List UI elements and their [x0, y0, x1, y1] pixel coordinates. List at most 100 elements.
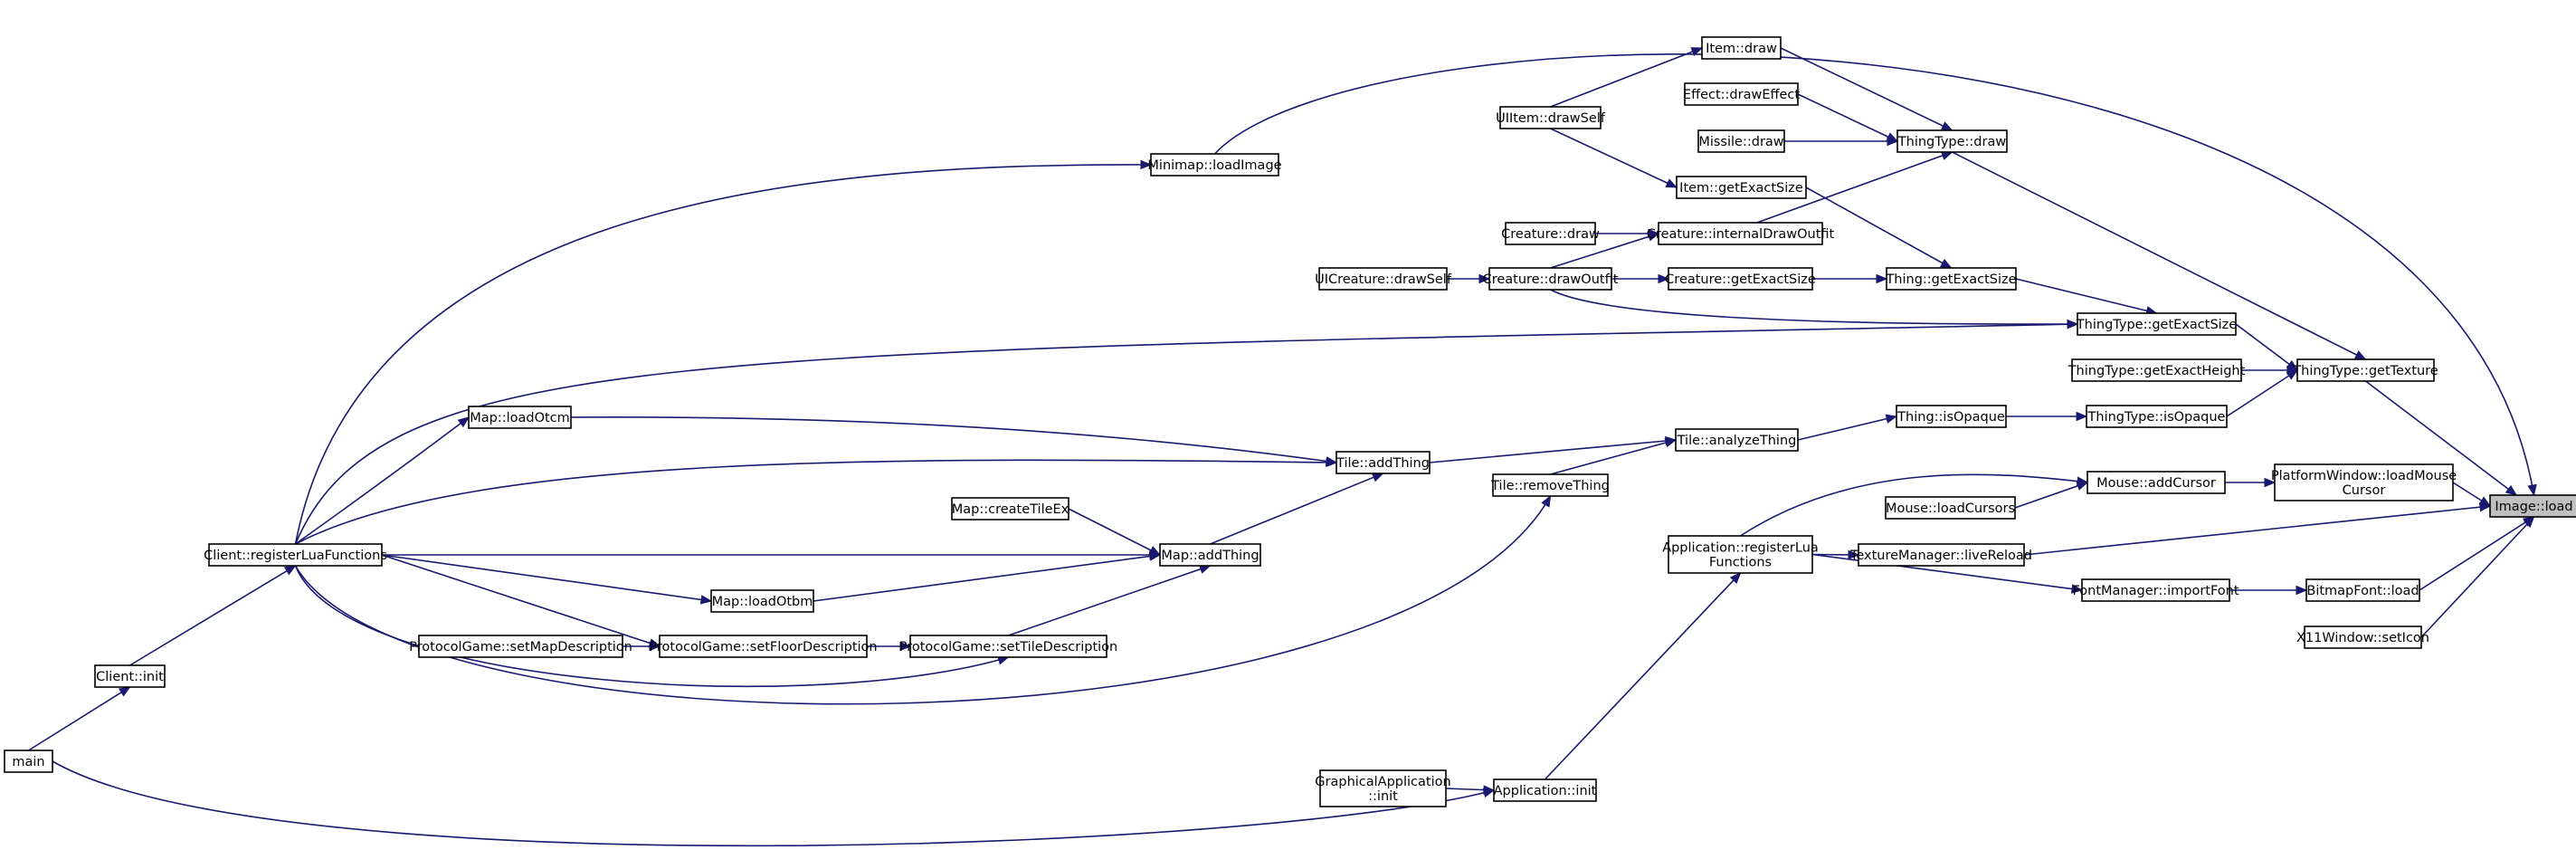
edge-client-register-lua-functions-to-protocolgame-set-floor-description	[381, 554, 661, 648]
edge-arrowhead	[1848, 549, 1860, 560]
node-creature-draw-outfit[interactable]: Creature::drawOutfit	[1483, 267, 1619, 291]
node-label: Item::draw	[1706, 42, 1777, 56]
node-x11window-set-icon[interactable]: X11Window::setIcon	[2296, 626, 2429, 649]
edge-line	[1550, 233, 1659, 269]
edge-creature-draw-outfit-to-creature-internal-draw-outfit	[1550, 232, 1660, 269]
node-image-load[interactable]: Image::load	[2489, 494, 2576, 518]
node-box	[1668, 267, 1813, 291]
node-label: Client::init	[96, 670, 164, 684]
node-creature-get-exact-size[interactable]: Creature::getExactSize	[1665, 267, 1816, 291]
node-mouse-add-cursor[interactable]: Mouse::addCursor	[2086, 471, 2226, 494]
node-missile-draw[interactable]: Missile::draw	[1697, 129, 1785, 153]
node-tile-add-thing[interactable]: Tile::addThing	[1336, 451, 1431, 474]
edge-line	[813, 554, 1161, 602]
edge-line	[570, 416, 1337, 463]
node-thingtype-get-texture[interactable]: ThingType::getTexture	[2292, 358, 2438, 382]
edge-tile-remove-thing-to-tile-analyze-thing	[1550, 437, 1678, 475]
node-item-draw[interactable]: Item::draw	[1701, 36, 1782, 60]
edge-arrowhead	[1148, 551, 1162, 561]
node-map-create-tile-ex[interactable]: Map::createTileEx	[951, 497, 1069, 521]
node-box	[2305, 578, 2420, 602]
node-graphicalapplication-init[interactable]: GraphicalApplication::init	[1315, 769, 1451, 807]
node-label: ThingType::draw	[1897, 135, 2007, 149]
node-label: ProtocolGame::setMapDescription	[409, 640, 632, 654]
node-main[interactable]: main	[4, 750, 53, 773]
node-application-init[interactable]: Application::init	[1493, 778, 1597, 802]
node-box	[2086, 471, 2226, 494]
node-application-register-lua-functions[interactable]: Application::registerLuaFunctions	[1662, 535, 1819, 574]
edge-platformwindow-load-mouse-cursor-to-image-load	[2452, 482, 2492, 507]
node-bitmapfont-load[interactable]: BitmapFont::load	[2305, 578, 2420, 602]
edge-arrowhead	[899, 641, 912, 652]
edge-arrowhead	[2067, 319, 2079, 329]
node-label: Application::init	[1494, 784, 1597, 798]
node-map-add-thing[interactable]: Map::addThing	[1159, 543, 1261, 567]
edge-arrowhead	[2527, 483, 2537, 497]
node-thing-is-opaque[interactable]: Thing::isOpaque	[1896, 405, 2007, 428]
node-box	[94, 664, 166, 688]
node-protocolgame-set-floor-description[interactable]: ProtocolGame::setFloorDescription	[649, 635, 878, 658]
edge-arrowhead	[2076, 411, 2088, 422]
edge-minimap-load-image-to-image-load	[1213, 53, 2537, 497]
edge-arrowhead	[2070, 584, 2084, 594]
node-box	[1658, 222, 1823, 245]
edge-map-add-thing-to-tile-add-thing	[1210, 473, 1384, 545]
node-box	[1319, 769, 1447, 807]
node-label: BitmapFont::load	[2306, 584, 2419, 598]
node-client-init[interactable]: Client::init	[94, 664, 166, 688]
node-creature-internal-draw-outfit[interactable]: Creature::internalDrawOutfit	[1647, 222, 1835, 245]
edge-line	[2226, 369, 2298, 417]
node-protocolgame-set-map-description[interactable]: ProtocolGame::setMapDescription	[409, 635, 632, 658]
node-minimap-load-image[interactable]: Minimap::loadImage	[1147, 153, 1282, 177]
node-effect-draw-effect[interactable]: Effect::drawEffect	[1683, 82, 1800, 106]
node-protocolgame-set-tile-description[interactable]: ProtocolGame::setTileDescription	[899, 635, 1118, 658]
edge-arrowhead	[2479, 501, 2492, 512]
node-tile-remove-thing[interactable]: Tile::removeThing	[1490, 473, 1610, 497]
node-box	[1885, 496, 2016, 520]
edge-graphicalapplication-init-to-application-init	[1445, 785, 1496, 795]
edge-x11window-set-icon-to-image-load	[2420, 516, 2535, 638]
edge-arrowhead	[283, 565, 297, 576]
node-mouse-load-cursors[interactable]: Mouse::loadCursors	[1885, 496, 2016, 520]
node-box	[909, 635, 1107, 658]
node-label: ProtocolGame::setFloorDescription	[649, 640, 877, 654]
edge-line	[1210, 473, 1383, 545]
node-texturemanager-live-reload[interactable]: TextureManager::liveReload	[1849, 543, 2032, 567]
node-client-register-lua-functions[interactable]: Client::registerLuaFunctions	[204, 543, 387, 567]
node-thing-get-exact-size[interactable]: Thing::getExactSize	[1885, 267, 2017, 291]
edge-client-register-lua-functions-to-minimap-load-image	[294, 159, 1153, 545]
node-creature-draw[interactable]: Creature::draw	[1501, 222, 1600, 245]
edge-arrowhead	[1939, 258, 1953, 269]
edge-main-to-application-init	[52, 760, 1496, 847]
edge-client-register-lua-functions-to-protocolgame-set-tile-description	[294, 565, 1010, 688]
node-box	[1886, 267, 2017, 291]
node-tile-analyze-thing[interactable]: Tile::analyzeThing	[1675, 428, 1799, 452]
node-box	[1159, 543, 1261, 567]
node-thingtype-get-exact-height[interactable]: ThingType::getExactHeight	[2067, 358, 2246, 382]
edge-line	[295, 459, 1337, 545]
node-label: TextureManager::liveReload	[1849, 549, 2032, 563]
edge-arrowhead	[2353, 350, 2367, 360]
node-item-get-exact-size[interactable]: Item::getExactSize	[1676, 176, 1807, 199]
edge-line	[294, 164, 1152, 545]
node-label: Map::createTileEx	[952, 502, 1069, 517]
node-label: Mouse::loadCursors	[1886, 501, 2015, 516]
node-box	[951, 497, 1069, 521]
edge-arrowhead	[1647, 232, 1660, 242]
node-box	[1676, 176, 1807, 199]
node-map-load-otcm[interactable]: Map::loadOtcm	[468, 406, 572, 429]
edge-line	[294, 495, 1552, 705]
node-uiitem-draw-self[interactable]: UIItem::drawSelf	[1496, 106, 1606, 129]
edge-protocolgame-set-map-description-to-protocolgame-set-floor-description	[623, 641, 661, 652]
node-box	[2081, 578, 2230, 602]
node-thingtype-get-exact-size[interactable]: ThingType::getExactSize	[2076, 312, 2237, 336]
node-thingtype-draw[interactable]: ThingType::draw	[1896, 129, 2008, 153]
node-box	[1336, 451, 1431, 474]
node-label: Thing::isOpaque	[1896, 410, 2005, 425]
node-map-load-otbm[interactable]: Map::loadOtbm	[710, 589, 814, 613]
node-fontmanager-import-font[interactable]: FontManager::importFont	[2072, 578, 2239, 602]
edge-uicreature-draw-self-to-creature-draw-outfit	[1447, 273, 1491, 284]
node-thingtype-is-opaque[interactable]: ThingType::isOpaque	[2086, 405, 2228, 428]
node-uicreature-draw-self[interactable]: UICreature::drawSelf	[1315, 267, 1452, 291]
